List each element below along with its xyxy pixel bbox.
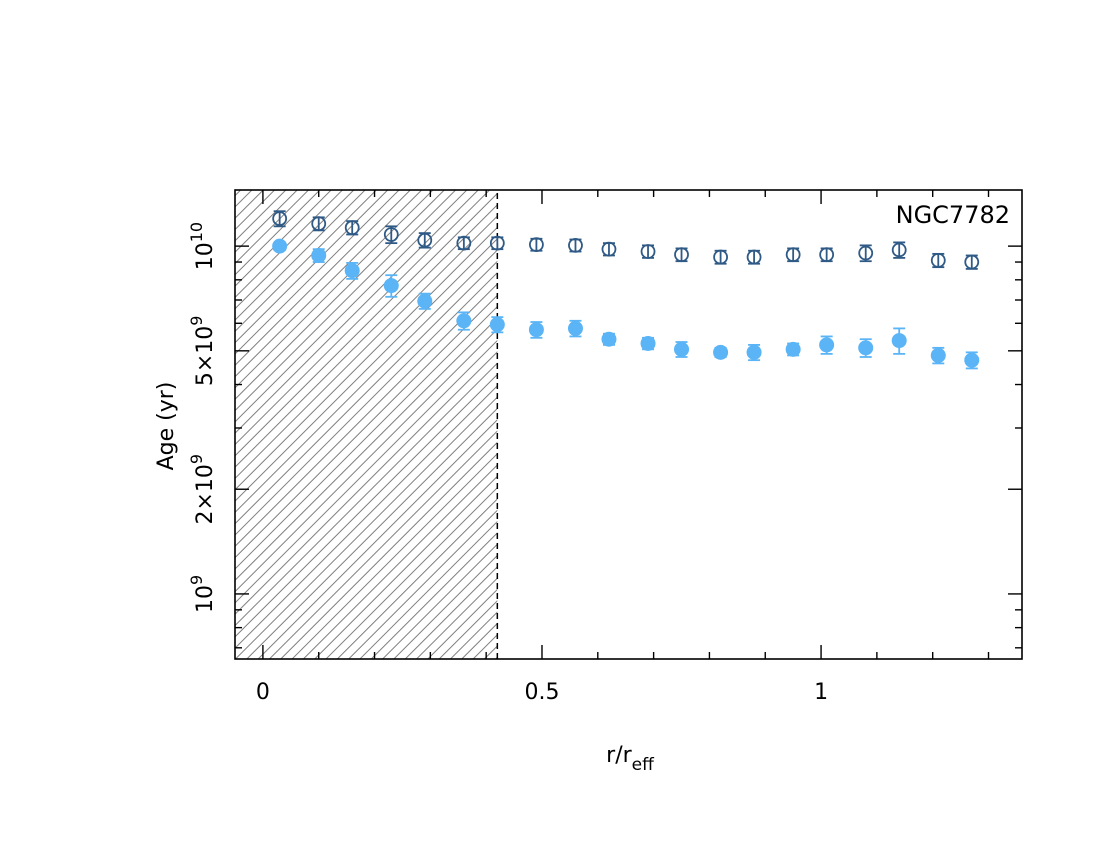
plot-frame — [234, 189, 1023, 660]
y-tick-label-exponent: 9 — [187, 454, 206, 464]
data-point-filled — [713, 344, 729, 360]
data-point-filled — [785, 341, 801, 357]
y-tick-label: 109 — [187, 575, 218, 613]
data-point-filled — [819, 337, 835, 353]
data-point-open — [858, 245, 874, 261]
y-tick-label: 5×109 — [187, 316, 218, 387]
data-point-open — [383, 227, 399, 242]
y-tick-label-exponent: 10 — [187, 222, 206, 242]
data-point-open — [819, 247, 835, 263]
y-tick-label-base: 10 — [193, 585, 218, 613]
data-point-filled — [930, 347, 946, 363]
x-tick-label: 0.5 — [524, 680, 559, 705]
x-axis-title: r/reff — [606, 743, 655, 775]
y-tick-label-exponent: 9 — [187, 316, 206, 326]
data-point-open — [785, 247, 801, 263]
data-point-open — [640, 244, 656, 259]
x-tick-label: 0 — [256, 680, 270, 705]
data-point-open — [568, 237, 583, 253]
data-point-open — [601, 241, 617, 257]
data-point-filled — [344, 263, 360, 279]
data-point-open — [674, 247, 689, 263]
data-point-filled — [489, 317, 505, 333]
data-point-open — [344, 220, 360, 236]
data-point-open — [964, 254, 980, 270]
series-1 — [272, 238, 980, 370]
data-point-open — [529, 237, 544, 253]
data-point-filled — [567, 320, 583, 336]
data-point-filled — [311, 247, 327, 263]
data-point-filled — [964, 352, 980, 368]
data-point-filled — [746, 344, 762, 360]
data-point-filled — [272, 238, 288, 254]
data-point-filled — [417, 293, 433, 309]
y-tick-label-base: 2×10 — [193, 464, 218, 524]
data-point-filled — [601, 331, 617, 347]
data-point-filled — [674, 341, 690, 357]
x-axis-title-sub: eff — [632, 755, 655, 775]
data-point-open — [713, 249, 728, 265]
y-tick-label: 2×109 — [187, 454, 218, 525]
data-point-filled — [456, 313, 472, 329]
y-axis-title: Age (yr) — [154, 382, 179, 471]
data-point-filled — [891, 333, 907, 349]
data-point-open — [930, 252, 946, 268]
series-0 — [272, 210, 980, 270]
y-tick-label-base: 5×10 — [193, 326, 218, 386]
y-tick-label-exponent: 9 — [187, 575, 206, 585]
data-point-open — [417, 232, 433, 248]
y-tick-label-base: 10 — [193, 242, 218, 270]
chart-title: NGC7782 — [896, 201, 1010, 229]
x-tick-label: 1 — [814, 680, 828, 705]
data-point-open — [489, 235, 505, 251]
data-point-filled — [858, 340, 874, 356]
shaded-region — [235, 190, 498, 659]
data-point-open — [272, 211, 288, 226]
x-axis-title-main: r/r — [606, 743, 632, 768]
data-point-open — [311, 216, 327, 232]
data-point-filled — [528, 322, 544, 338]
y-tick-label: 1010 — [187, 222, 218, 270]
data-point-filled — [383, 278, 399, 294]
data-point-open — [746, 249, 762, 265]
data-point-open — [456, 235, 472, 251]
data-point-open — [891, 242, 907, 258]
data-point-filled — [640, 335, 656, 351]
